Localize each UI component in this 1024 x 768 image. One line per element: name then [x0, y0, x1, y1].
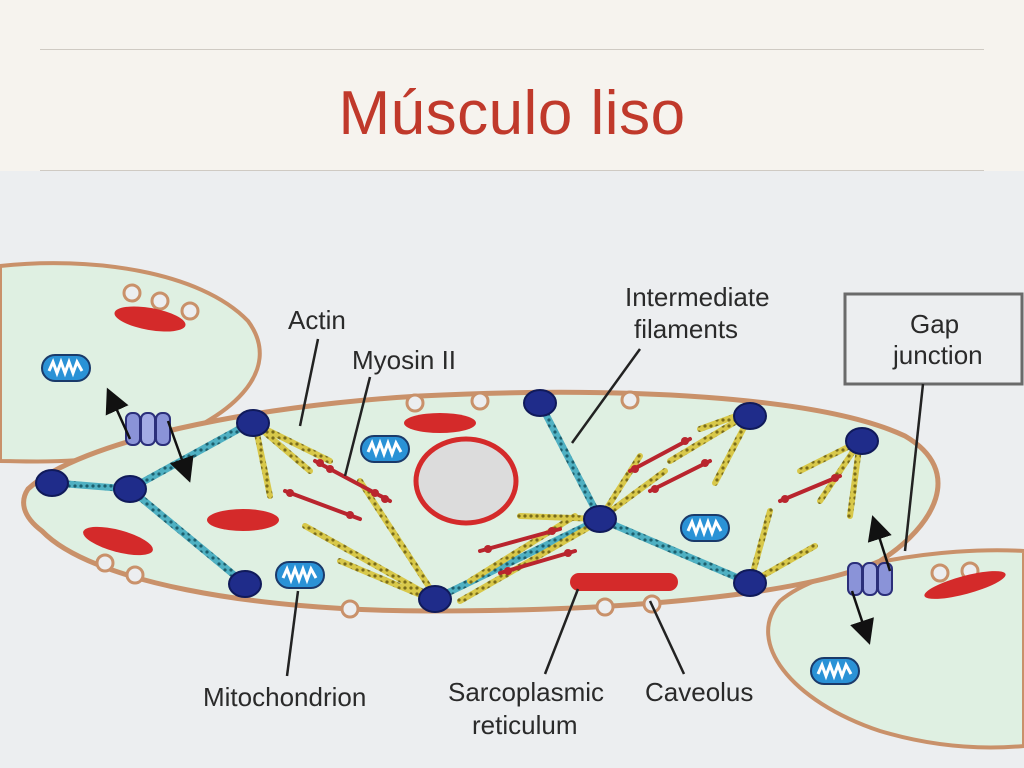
top-divider: [40, 49, 984, 50]
dense-bodies: [35, 389, 879, 613]
mitochondrion-icon: [359, 434, 411, 464]
label-filaments: filaments: [634, 314, 738, 344]
slide-title: Músculo liso: [338, 79, 686, 148]
mitochondrion-icon: [809, 656, 861, 686]
gap-junction-icon: [125, 412, 171, 446]
label-actin: Actin: [288, 305, 346, 335]
neighbor-cell-bottom-right: [766, 548, 1024, 750]
label-reticulum: reticulum: [472, 710, 577, 740]
label-mitochondrion: Mitochondrion: [203, 682, 366, 712]
leader-lines: [285, 338, 925, 677]
smooth-muscle-diagram: Actin Myosin II Intermediate filaments G…: [0, 171, 1024, 768]
label-sarcoplasmic: Sarcoplasmic: [448, 677, 604, 707]
title-divider: [40, 170, 984, 171]
mitochondrion-icon: [679, 513, 731, 543]
sarcoplasmic-reticulum: [83, 306, 1006, 599]
label-myosin-ii: Myosin II: [352, 345, 456, 375]
label-intermediate: Intermediate: [625, 282, 770, 312]
gap-junction-label-box: [843, 292, 1024, 386]
myosin-heads: [286, 437, 839, 575]
caveolae: [95, 283, 980, 619]
label-junction: junction: [892, 340, 983, 370]
diagram-canvas: Actin Myosin II Intermediate filaments G…: [0, 261, 1024, 750]
mitochondrion-icon: [274, 560, 326, 590]
label-gap: Gap: [910, 309, 959, 339]
mitochondrion-icon: [40, 353, 92, 383]
gap-junction-icon: [847, 562, 893, 596]
label-caveolus: Caveolus: [645, 677, 753, 707]
gap-junction-arrows: [105, 387, 892, 645]
nucleus: [413, 436, 519, 526]
